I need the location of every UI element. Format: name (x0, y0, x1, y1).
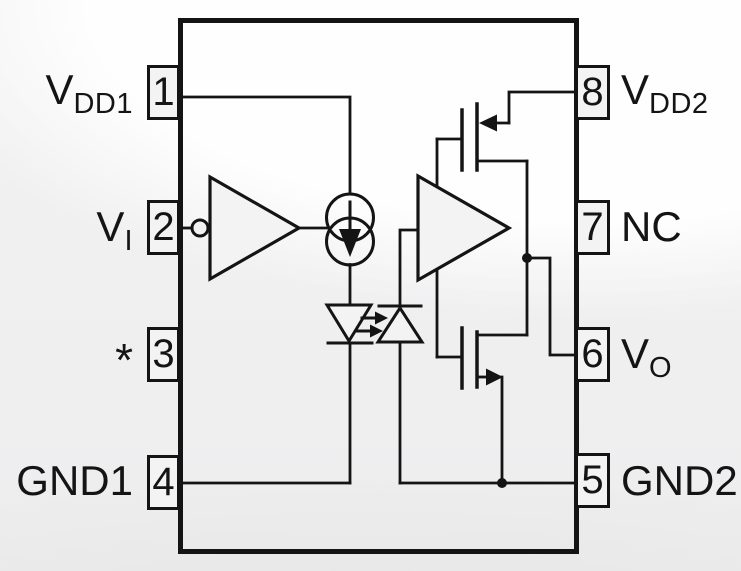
pin-7-box: 7 (575, 200, 610, 255)
light-arrows (355, 311, 388, 338)
pin-6-number: 6 (581, 332, 604, 376)
led-symbol (324, 303, 374, 345)
pin-2-number: 2 (152, 205, 175, 249)
pmos-transistor-symbol (460, 102, 497, 172)
nmos-transistor-symbol (460, 326, 503, 390)
wire-output-to-pin6 (525, 256, 577, 357)
output-amplifier-symbol (416, 173, 513, 283)
pmos-source-arrow (479, 114, 497, 132)
pin-8-label-vdd2: VDD2 (621, 66, 709, 121)
pin-6-box: 6 (575, 327, 610, 382)
pin-3-number: 3 (152, 332, 175, 376)
pin-4-box: 4 (147, 455, 180, 510)
ic-outline (178, 18, 579, 554)
pin-7-label-nc: NC (621, 203, 682, 250)
pin-2-box: 2 (147, 200, 180, 255)
pin-5-number: 5 (581, 458, 604, 502)
pin-7-number: 7 (581, 205, 604, 249)
photodiode-symbol (375, 304, 425, 344)
pin-8-number: 8 (581, 70, 604, 114)
pin-4-number: 4 (152, 460, 175, 504)
junction-dot-gnd2 (497, 478, 507, 488)
pin-1-number: 1 (152, 70, 175, 114)
nmos-source-arrow (486, 368, 503, 386)
current-source-symbol (325, 192, 375, 267)
wire-pin8-to-pmos-source (507, 90, 577, 125)
pin-3-label-asterisk: * (115, 334, 133, 386)
buffer-input-bubble (190, 218, 210, 238)
pin-5-box: 5 (575, 453, 610, 508)
wire-pin1-to-current-source (178, 95, 352, 196)
pin-8-box: 8 (575, 65, 610, 120)
pin-4-label-gnd1: GND1 (16, 457, 133, 504)
junction-dot-output (522, 253, 532, 263)
pin-1-label-vdd1: VDD1 (45, 66, 133, 121)
buffer-triangle (208, 174, 303, 282)
pin-1-box: 1 (147, 65, 180, 120)
pin-2-label-vi: VI (96, 203, 133, 258)
pin-5-label-gnd2: GND2 (621, 457, 738, 504)
pin-3-box: 3 (147, 327, 180, 382)
wires (178, 90, 577, 485)
input-buffer-symbol (190, 174, 303, 282)
pin-6-label-vo: VO (621, 330, 673, 385)
wire-photodiode-to-amp (398, 228, 420, 308)
